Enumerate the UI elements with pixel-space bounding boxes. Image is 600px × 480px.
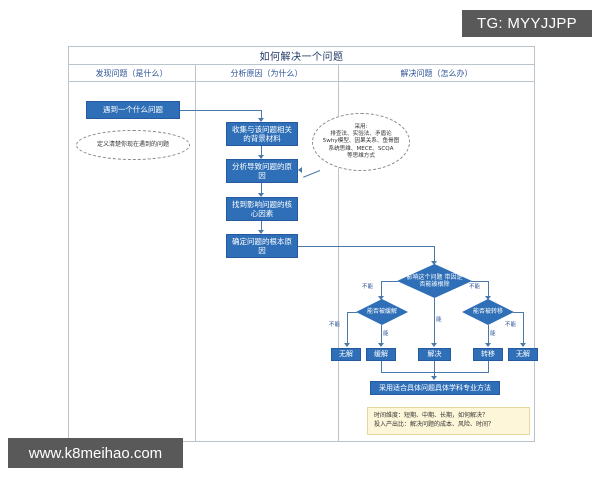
edge-label-transfer-right: 不能 [505, 322, 517, 328]
merge-rail [381, 372, 489, 373]
arrow-none-right [520, 343, 526, 347]
note-considerations: 时间维度：短期、中期、长期，如何解决？ 投入产出比：解决问题的成本、风险、时间？ [367, 407, 530, 435]
edge-core-to-root [261, 221, 262, 233]
edge-root-left-drop [381, 281, 382, 299]
arrow-transfer-dec [485, 296, 491, 300]
arrow-none-left [344, 343, 350, 347]
site-watermark: www.k8meihao.com [8, 438, 183, 468]
node-methods-cloud: 采用: 排查法、实验法、矛盾论 5why模型、因果关系、鱼骨图 系统思维、MEC… [312, 113, 410, 171]
node-start: 遇到一个什么问题 [86, 101, 180, 119]
edge-root-drop [434, 246, 435, 264]
merge-solve-drop [434, 361, 435, 372]
edge-label-root-right: 不能 [469, 284, 481, 290]
result-no-solution-left: 无解 [331, 348, 361, 361]
arrow-relieve-box [378, 343, 384, 347]
arrow-core [258, 193, 264, 197]
arrow-decision-root [431, 261, 437, 265]
merge-transfer-drop [488, 361, 489, 372]
tg-badge: TG: MYYJJPP [462, 10, 592, 37]
edge-root-left [381, 281, 398, 282]
edge-root-right-drop [488, 281, 489, 299]
column-divider-2 [338, 65, 339, 442]
column-header-discover: 发现问题（是什么） [95, 69, 168, 78]
result-relieve: 缓解 [366, 348, 396, 361]
edge-label-root-down: 能 [436, 317, 442, 323]
chart-title-row: 如何解决一个问题 [68, 46, 535, 65]
methods-line-4: 系统思维、MECE、SCQA [328, 145, 394, 152]
arrow-analyze [258, 155, 264, 159]
edge-start-to-collect-drop [261, 110, 262, 120]
node-root-label: 确定问题的根本原因 [232, 236, 292, 255]
edge-transfer-right [513, 312, 524, 313]
decision-relieve-label: 能否被缓解 [366, 308, 397, 316]
node-core-label: 找到影响问题的核心因素 [232, 199, 292, 218]
result-transfer: 转移 [473, 348, 503, 361]
methods-line-2: 排查法、实验法、矛盾论 [330, 130, 392, 137]
edge-analyze-to-core [261, 183, 262, 196]
arrow-transfer-box [485, 343, 491, 347]
edge-relieve-down [381, 325, 382, 346]
edge-start-to-collect [180, 110, 262, 111]
node-core-factor: 找到影响问题的核心因素 [226, 197, 298, 221]
merge-relieve-drop [381, 361, 382, 372]
arrow-apply [431, 376, 437, 380]
column-divider-1 [195, 65, 196, 442]
page-title: 如何解决一个问题 [259, 51, 344, 63]
note-line-1: 时间维度：短期、中期、长期，如何解决？ [374, 412, 489, 419]
node-root-cause: 确定问题的根本原因 [226, 234, 298, 258]
column-header-analyze: 分析原因（为什么） [230, 69, 303, 78]
edge-root-down [434, 298, 435, 346]
arrow-collect [258, 118, 264, 122]
edge-label-relieve-down: 能 [383, 331, 389, 337]
edge-root-right [471, 281, 489, 282]
arrow-root [258, 230, 264, 234]
edge-label-root-left: 不能 [362, 284, 374, 290]
methods-line-5: 等思维方式 [347, 153, 375, 160]
edge-transfer-right-drop [523, 312, 524, 346]
node-analyze-cause: 分析导致问题的原因 [226, 159, 298, 183]
edge-transfer-down [488, 325, 489, 346]
arrow-relieve [378, 296, 384, 300]
column-header-solve: 解决问题（怎么办） [400, 69, 473, 78]
arrow-solve [431, 343, 437, 347]
decision-transfer-label: 能否被转移 [472, 308, 503, 316]
node-define-problem: 定义清楚你现在遇到的问题 [76, 130, 190, 160]
edge-collect-to-analyze [261, 146, 262, 158]
edge-relieve-left [347, 312, 357, 313]
methods-line-3: 5why模型、因果关系、鱼骨图 [322, 138, 400, 145]
edge-root-to-decision [298, 246, 435, 247]
methods-line-1: 采用: [354, 123, 368, 130]
node-collect-label: 收集与该问题相关的背景材料 [232, 124, 292, 143]
merge-rail-drop [434, 372, 435, 379]
result-solve: 解决 [418, 348, 451, 361]
note-line-2: 投入产出比：解决问题的成本、风险、时间？ [374, 420, 495, 428]
edge-label-transfer-down: 能 [490, 331, 496, 337]
result-no-solution-right: 无解 [508, 348, 538, 361]
edge-relieve-left-drop [347, 312, 348, 346]
edge-label-relieve-left: 不能 [329, 322, 341, 328]
column-header-row: 发现问题（是什么） 分析原因（为什么） 解决问题（怎么办） [68, 65, 535, 82]
node-collect: 收集与该问题相关的背景材料 [226, 122, 298, 146]
arrow-methods [298, 167, 302, 173]
decision-root-line1: 影响这个问题 带因是否能被根除 [406, 273, 463, 288]
node-analyze-label: 分析导致问题的原因 [232, 161, 292, 180]
node-apply-method: 采用适合具体问题具体学科专业方法 [370, 381, 500, 395]
